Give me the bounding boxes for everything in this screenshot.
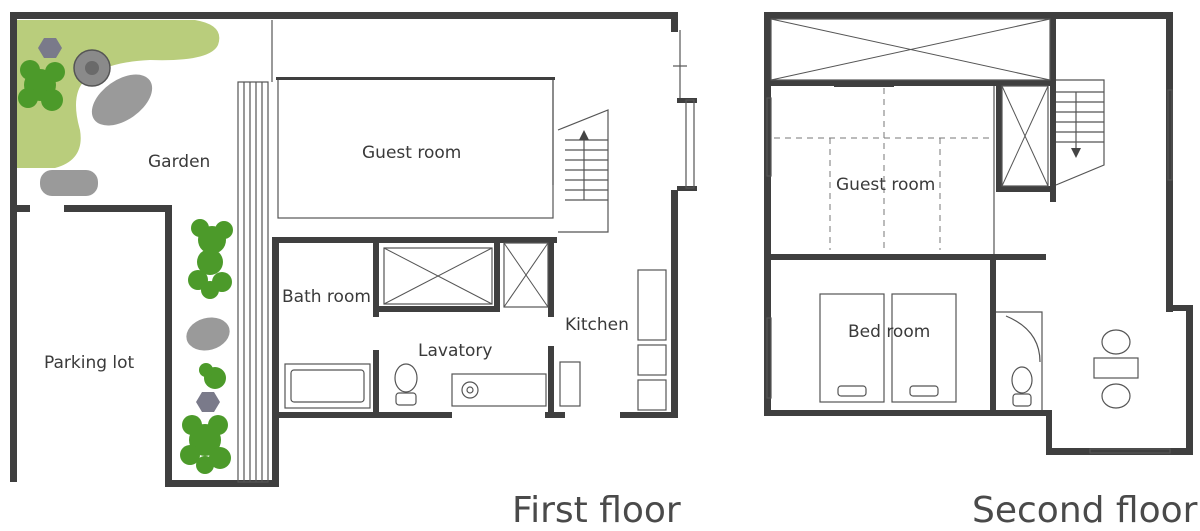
- tree: [199, 363, 226, 389]
- wall: [1166, 12, 1173, 312]
- dining-table: [1093, 329, 1139, 409]
- garden-stone: [40, 170, 98, 196]
- room-label-guest-room: Guest room: [362, 143, 461, 163]
- window: [685, 99, 695, 189]
- closet: [503, 242, 549, 308]
- wall: [1050, 12, 1056, 202]
- toilet-room: [996, 311, 1043, 410]
- wall: [1046, 410, 1052, 455]
- wall: [373, 350, 379, 418]
- stairs: [557, 109, 609, 233]
- guest-room-window: [276, 77, 555, 80]
- wall: [764, 80, 1054, 86]
- room-label-bed-room: Bed room: [848, 322, 930, 342]
- room-label-garden: Garden: [148, 152, 210, 172]
- wall: [1186, 305, 1193, 455]
- wall: [373, 306, 500, 312]
- bed: [819, 293, 885, 403]
- wall: [545, 412, 565, 418]
- kitchen-cabinet: [637, 344, 667, 376]
- stone-lantern: [38, 38, 62, 58]
- wall: [165, 480, 275, 487]
- room-label-guest-room: Guest room: [836, 175, 935, 195]
- wall: [373, 237, 379, 317]
- wall: [620, 412, 678, 418]
- wall: [1046, 448, 1193, 455]
- window: [766, 97, 772, 177]
- wall: [10, 12, 678, 19]
- wall: [764, 84, 771, 416]
- wall: [1166, 305, 1193, 311]
- closet: [383, 247, 493, 305]
- window: [834, 84, 894, 87]
- first-floor-plan: Garden Guest room Bath room Lavatory Kit…: [10, 12, 697, 531]
- floor-title-first: First floor: [512, 490, 681, 531]
- veranda: [237, 81, 269, 483]
- wall: [764, 12, 771, 84]
- tree: [180, 415, 231, 474]
- wall: [272, 237, 279, 412]
- window: [1089, 448, 1171, 454]
- bathtub: [284, 363, 371, 409]
- wall: [10, 12, 17, 482]
- sink-counter: [451, 373, 547, 407]
- garden-stone: [91, 74, 153, 126]
- room-label-lavatory: Lavatory: [418, 341, 492, 361]
- wall: [671, 12, 678, 32]
- wall: [165, 205, 172, 485]
- second-floor-plan: Guest room Bed room Second floor: [764, 12, 1198, 531]
- window: [766, 317, 772, 399]
- stone-lantern: [196, 392, 220, 412]
- room-label-bath-room: Bath room: [282, 287, 371, 307]
- wall: [671, 190, 678, 418]
- wall: [764, 12, 1172, 19]
- garden-lawn: [14, 20, 220, 168]
- wall: [764, 254, 1046, 260]
- wall: [996, 84, 1002, 192]
- kitchen-counter: [637, 269, 667, 341]
- wall: [548, 346, 554, 418]
- bed: [891, 293, 957, 403]
- window: [1167, 89, 1173, 181]
- wall: [272, 412, 279, 487]
- stairs: [1055, 79, 1105, 186]
- wall: [996, 186, 1054, 192]
- tatami-grid: [774, 86, 995, 254]
- garden-basin-inner: [85, 61, 99, 75]
- wall: [10, 205, 30, 212]
- kitchen-cabinet: [637, 379, 667, 411]
- toilet: [394, 363, 418, 406]
- wall: [272, 412, 452, 418]
- room-label-parking-lot: Parking lot: [44, 353, 135, 373]
- room-label-kitchen: Kitchen: [565, 315, 629, 335]
- garden-stone: [186, 317, 230, 351]
- closet: [1001, 85, 1049, 187]
- wall: [764, 410, 1052, 416]
- wall: [272, 237, 557, 243]
- tree: [188, 219, 233, 299]
- wall: [548, 237, 554, 317]
- wall: [494, 237, 500, 312]
- kitchen-cabinet: [559, 361, 581, 407]
- storage: [770, 18, 1051, 81]
- tree: [18, 60, 65, 111]
- wall: [990, 254, 996, 414]
- wall: [64, 205, 172, 212]
- floor-title-second: Second floor: [972, 490, 1198, 531]
